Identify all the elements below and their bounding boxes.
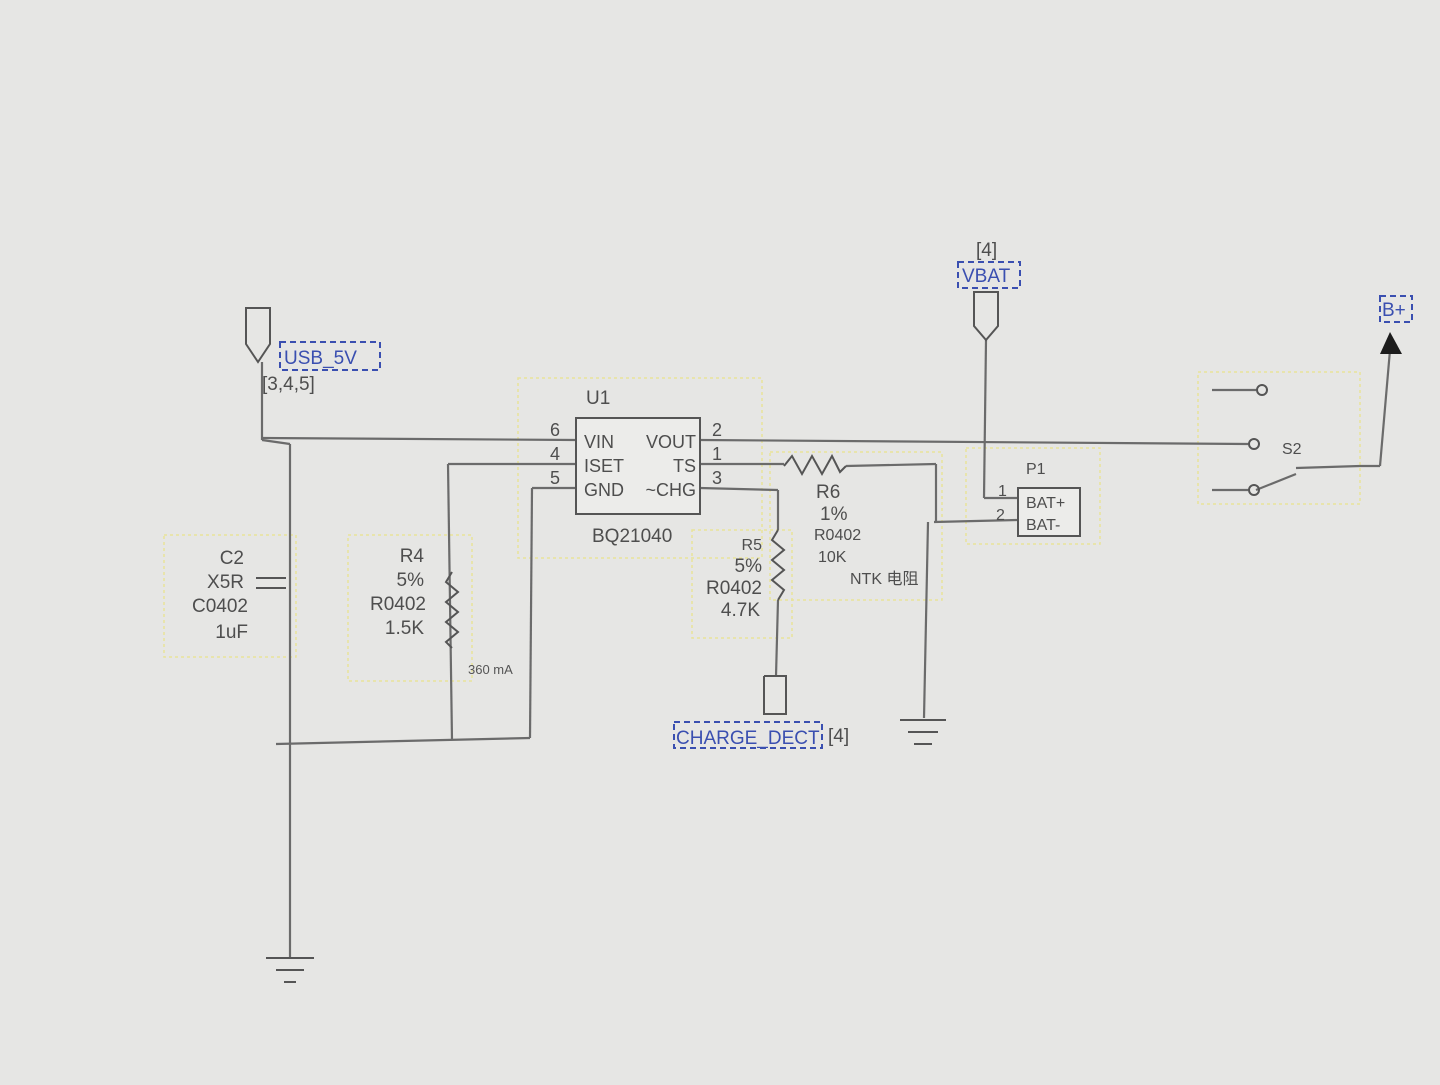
r6-value-label: 10K [818, 549, 847, 566]
r5-package-label: R0402 [706, 578, 762, 599]
p1-ref-label: P1 [1026, 461, 1046, 478]
u1-pin-3-number: 3 [712, 468, 722, 488]
s2-contact-mid[interactable] [1248, 438, 1260, 450]
r6-tolerance-label: 1% [820, 504, 848, 525]
r5-value-label: 4.7K [721, 600, 760, 621]
s2-ref-label: S2 [1282, 441, 1302, 458]
vbat-net-label[interactable]: VBAT [962, 266, 1011, 287]
r6-ref-label: R6 [816, 482, 840, 503]
capacitor-c2-symbol[interactable] [256, 577, 286, 589]
r6-package-label: R0402 [814, 527, 861, 544]
p1-selection-box [965, 447, 1101, 545]
charge-dect-net-label[interactable]: CHARGE_DECT [676, 728, 820, 749]
r4-ref-label: R4 [400, 546, 425, 567]
charge-dect-sheet-ref: [4] [828, 726, 849, 747]
r4-tolerance-label: 5% [397, 570, 425, 591]
u1-pin-6-number: 6 [550, 420, 560, 440]
s2-selection-box [1197, 371, 1361, 505]
c2-selection-box [163, 534, 297, 658]
usb-5v-sheet-refs: [3,4,5] [262, 374, 315, 395]
u1-pin-gnd-name: GND [584, 480, 624, 500]
resistor-r6-symbol[interactable] [783, 453, 847, 477]
ground-symbol-left [266, 957, 314, 983]
u1-pin-vout-name: VOUT [646, 432, 696, 452]
u1-selection-box [517, 377, 763, 559]
r6-selection-box [769, 451, 943, 601]
usb-5v-net-label[interactable]: USB_5V [284, 348, 357, 369]
r4-package-label: R0402 [370, 594, 426, 615]
usb-5v-port-symbol[interactable] [245, 307, 271, 364]
p1-body[interactable] [1017, 487, 1081, 537]
usb-5v-net-box [279, 341, 381, 371]
p1-bat-minus-label: BAT- [1026, 517, 1060, 534]
b-plus-arrow-icon[interactable] [1380, 332, 1402, 354]
u1-pin-2-number: 2 [712, 420, 722, 440]
wires [260, 339, 1392, 958]
b-plus-net-label[interactable]: B+ [1382, 300, 1406, 321]
u1-pin-iset-name: ISET [584, 456, 624, 476]
resistor-r4-symbol[interactable] [444, 571, 460, 649]
resistor-r5-symbol[interactable] [770, 529, 786, 601]
r4-selection-box [347, 534, 473, 682]
r4-value-label: 1.5K [385, 618, 424, 639]
u1-part-label: BQ21040 [592, 526, 672, 547]
b-plus-net-box [1379, 295, 1413, 323]
u1-pin-1-number: 1 [712, 444, 722, 464]
c2-dielectric-label: X5R [207, 572, 244, 593]
c2-ref-label: C2 [220, 548, 244, 569]
p1-bat-plus-label: BAT+ [1026, 495, 1065, 512]
r5-selection-box [691, 529, 793, 639]
c2-package-label: C0402 [192, 596, 248, 617]
c2-value-label: 1uF [215, 622, 248, 643]
r5-ref-label: R5 [742, 537, 763, 554]
r4-current-note: 360 mA [468, 662, 513, 677]
vbat-sheet-ref: [4] [976, 240, 997, 261]
s2-contact-common[interactable] [1248, 484, 1260, 496]
u1-body[interactable] [575, 417, 701, 515]
u1-pin-ts-name: TS [673, 456, 696, 476]
p1-pin-2-number: 2 [996, 507, 1005, 524]
charge-dect-net-box [673, 721, 823, 749]
u1-pin-chg-name: ~CHG [645, 480, 696, 500]
p1-pin-1-number: 1 [998, 483, 1007, 500]
u1-pin-vin-name: VIN [584, 432, 614, 452]
u1-pin-5-number: 5 [550, 468, 560, 488]
charge-dect-port-symbol[interactable] [763, 675, 787, 715]
vbat-port-symbol[interactable] [973, 291, 999, 342]
u1-ref-label: U1 [586, 388, 610, 409]
r5-tolerance-label: 5% [735, 556, 763, 577]
r6-ntk-note: NTK 电阻 [850, 570, 918, 588]
s2-contact-top[interactable] [1256, 384, 1268, 396]
vbat-net-box [957, 261, 1021, 289]
u1-pin-4-number: 4 [550, 444, 560, 464]
ground-symbol-right [900, 719, 946, 745]
